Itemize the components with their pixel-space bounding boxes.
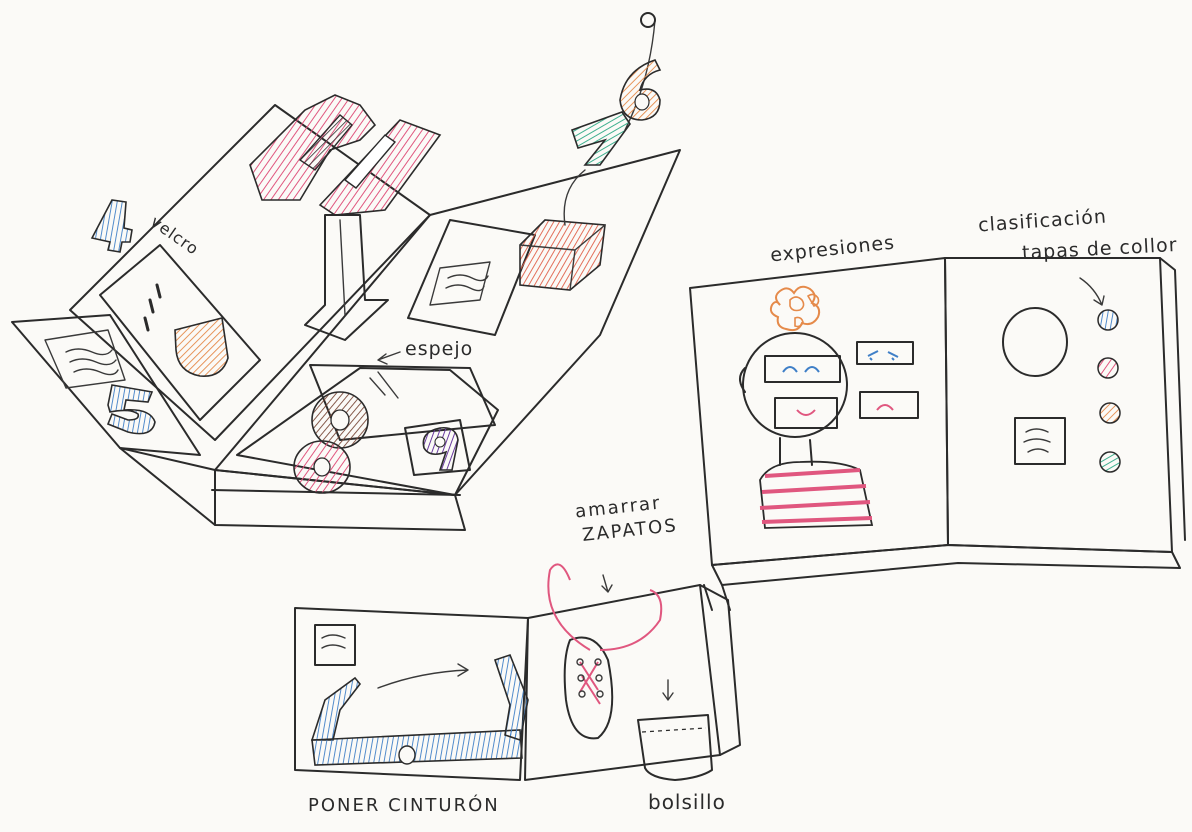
stand-arrow	[305, 215, 388, 340]
espejo-label: espejo	[405, 338, 473, 360]
number-four	[92, 200, 132, 252]
espejo-arrow	[378, 352, 400, 364]
shoe	[565, 638, 613, 739]
mouth-velcro-strip	[775, 398, 837, 428]
belt-buckle	[399, 746, 415, 764]
right-book-base	[712, 545, 1180, 585]
pocket	[638, 715, 712, 780]
belt-strap	[312, 730, 522, 765]
shoes-arrow	[602, 575, 612, 592]
shoelaces	[548, 564, 661, 650]
caps-arrow	[1080, 278, 1104, 305]
belt-arrow	[378, 664, 468, 688]
orange-cap	[1100, 403, 1120, 423]
poner-cinturon-label: PONER CINTURÓN	[308, 795, 500, 816]
sad-mouth-card	[860, 392, 918, 418]
number-six	[620, 60, 660, 120]
angry-eyes-card	[857, 342, 913, 364]
popup-book-right	[690, 258, 1185, 610]
eyes-velcro-strip	[765, 356, 840, 382]
classification-card	[1015, 418, 1065, 464]
big-circle-slot	[1003, 308, 1067, 376]
popup-book-bottom	[295, 564, 740, 780]
book-base	[120, 448, 465, 530]
pocket-flap	[175, 318, 228, 376]
string-ring	[641, 13, 655, 27]
face-head	[743, 333, 847, 437]
pink-cap	[1098, 358, 1118, 378]
number-cube	[520, 220, 605, 290]
number-seven	[572, 112, 630, 165]
blue-cap	[1098, 310, 1118, 330]
classification-page	[945, 258, 1172, 552]
bolsillo-label: bolsillo	[648, 790, 726, 814]
green-cap	[1100, 452, 1120, 472]
pocket-arrow	[663, 680, 673, 700]
number-five	[108, 385, 155, 434]
